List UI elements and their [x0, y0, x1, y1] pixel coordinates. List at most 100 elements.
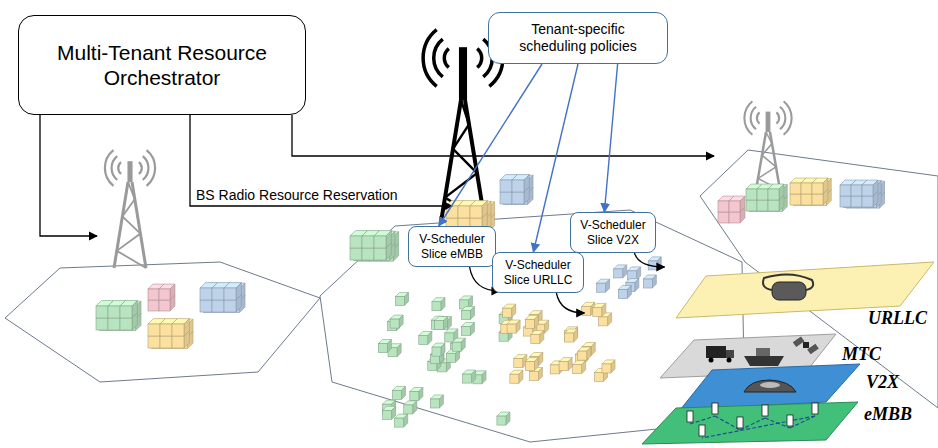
block-front	[812, 183, 823, 194]
block-front	[643, 279, 652, 288]
block-front	[559, 362, 568, 371]
block-front	[96, 306, 108, 318]
car-icon	[744, 380, 796, 392]
resource-block	[159, 284, 175, 300]
block-front	[594, 373, 603, 382]
block-side	[873, 180, 878, 196]
resource-block	[525, 358, 538, 371]
resource-block	[503, 304, 516, 317]
block-side	[428, 331, 432, 344]
block-front	[461, 311, 470, 320]
block-side	[461, 338, 465, 351]
block-front	[602, 364, 611, 373]
resource-block	[812, 178, 828, 194]
slice-label: URLLC	[868, 308, 927, 329]
resource-block	[559, 358, 572, 371]
block-front	[432, 302, 441, 311]
truck-box	[706, 346, 726, 358]
slice-label: V2X	[866, 372, 899, 393]
block-front	[430, 399, 439, 408]
block-front	[461, 327, 470, 336]
block-front	[200, 288, 212, 300]
phone	[737, 417, 743, 428]
block-side	[441, 298, 445, 311]
node-text: V-Scheduler Slice V2X	[575, 218, 651, 247]
block-front	[395, 418, 404, 427]
tower-brace	[758, 132, 780, 190]
block-side	[608, 313, 612, 326]
block-front	[531, 335, 540, 344]
block-front	[597, 283, 606, 292]
block-side	[779, 184, 784, 200]
satellite-panel	[793, 336, 805, 347]
block-front	[510, 374, 519, 383]
tower-antenna	[127, 161, 132, 182]
resource-block	[578, 347, 591, 360]
block-front	[593, 308, 602, 317]
block-front	[447, 353, 456, 362]
resource-block	[387, 318, 400, 331]
block-front	[224, 300, 236, 312]
block-front	[812, 194, 823, 205]
slice-label: MTC	[842, 344, 881, 365]
block-front	[746, 200, 757, 211]
block-front	[582, 306, 591, 315]
block-front	[463, 374, 472, 383]
reservation-arrow	[292, 115, 714, 156]
block-side	[399, 315, 403, 328]
block-side	[823, 178, 828, 194]
block-side	[170, 284, 175, 300]
resource-block	[432, 343, 445, 356]
block-side	[236, 283, 241, 300]
block-front	[160, 324, 172, 336]
block-front	[148, 336, 160, 348]
embb-plane	[642, 402, 858, 444]
car-glass	[760, 382, 780, 388]
ship-icon	[744, 348, 784, 366]
resource-block	[531, 331, 544, 344]
block-side	[392, 406, 396, 419]
block-side	[524, 175, 529, 192]
resource-block	[614, 265, 627, 278]
node-text: V-Scheduler Slice eMBB	[413, 232, 491, 261]
policy-connector	[604, 64, 617, 212]
block-front	[862, 196, 873, 207]
radio-wave	[143, 156, 149, 180]
ship-deck	[756, 348, 770, 356]
resource-block	[461, 322, 474, 335]
block-front	[718, 201, 729, 212]
block-front	[757, 189, 768, 200]
resource-block	[768, 184, 784, 200]
resource-block	[862, 180, 878, 196]
block-side	[470, 322, 474, 335]
block-side	[627, 285, 631, 298]
resource-block	[419, 331, 432, 344]
block-front	[573, 365, 582, 374]
node-text: Multi-Tenant Resource Orchestrator	[33, 40, 291, 90]
block-front	[410, 392, 419, 401]
tower-leg	[770, 132, 780, 190]
block-front	[159, 300, 170, 311]
resource-block	[512, 175, 529, 192]
block-side	[539, 353, 543, 366]
resource-block	[602, 360, 615, 373]
block-front	[374, 236, 386, 248]
radio-wave	[118, 162, 121, 174]
satellite-icon	[793, 336, 819, 354]
resource-block	[120, 301, 137, 318]
resource-block	[618, 285, 631, 298]
tower-antenna	[766, 112, 771, 132]
block-front	[392, 390, 401, 399]
resource-block	[593, 303, 606, 316]
truck-wheel	[727, 358, 732, 363]
reservation-arrow	[190, 115, 452, 206]
block-front	[768, 200, 779, 211]
car-body	[744, 380, 796, 392]
slice-label: eMBB	[864, 404, 912, 425]
block-front	[718, 212, 729, 223]
resource-block	[470, 201, 487, 218]
resource-block	[392, 386, 405, 399]
block-side	[623, 265, 627, 278]
block-front	[224, 288, 236, 300]
block-front	[148, 324, 160, 336]
